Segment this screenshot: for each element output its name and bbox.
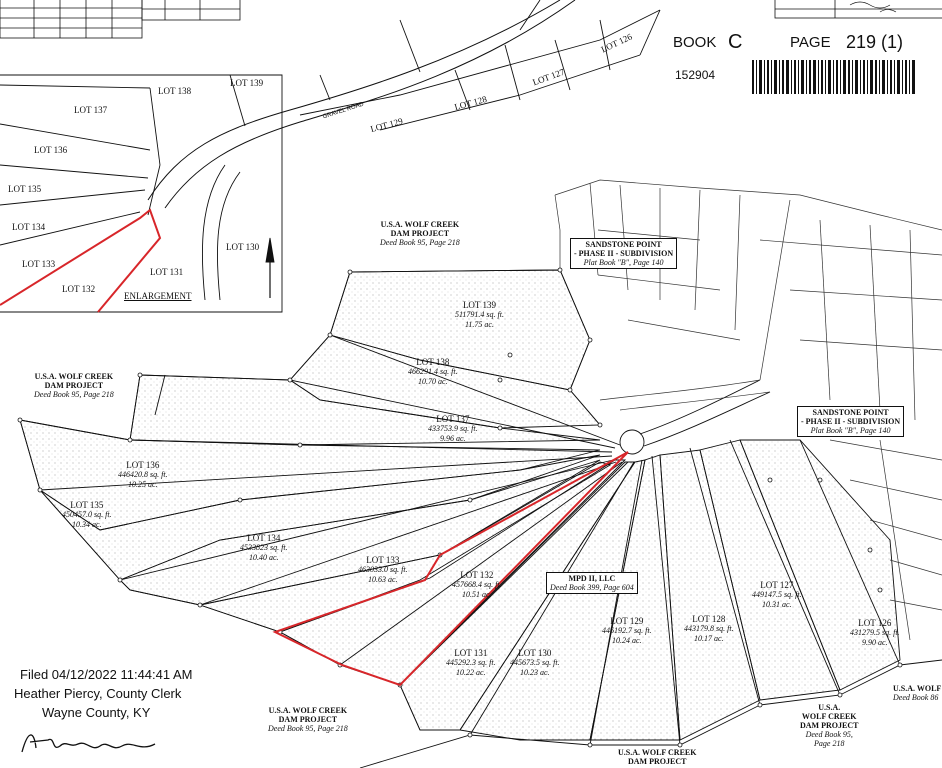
inset-lot-131: LOT 131: [150, 267, 184, 277]
curve-table: [0, 0, 241, 39]
page-label: PAGE: [790, 34, 831, 51]
county-name: Wayne County, KY: [42, 705, 151, 720]
enlargement-inset: [0, 0, 661, 313]
enlargement-highlight: [0, 208, 162, 313]
inset-lot-136: LOT 136: [34, 145, 68, 155]
inset-lot-137: LOT 137: [74, 105, 108, 115]
inset-lot-132: LOT 132: [62, 284, 96, 294]
inset-lot-135: LOT 135: [8, 184, 42, 194]
book-value: C: [728, 31, 743, 53]
filed-timestamp: Filed 04/12/2022 11:44:41 AM: [20, 667, 193, 682]
sandstone-subdivision: [554, 179, 942, 641]
county-clerk-name: Heather Piercy, County Clerk: [14, 686, 182, 701]
inset-lot-133: LOT 133: [22, 259, 56, 269]
inset-lot-130: LOT 130: [226, 242, 260, 252]
enlargement-title: ENLARGEMENT: [124, 291, 192, 301]
instrument-number: 152904: [675, 68, 716, 82]
barcode: [752, 60, 915, 94]
lot-132-highlight: [272, 451, 629, 687]
clerk-signature: [21, 734, 156, 753]
book-page-header: BOOK C PAGE 219 (1): [673, 31, 933, 54]
book-label: BOOK: [673, 34, 717, 51]
main-plat: [19, 269, 942, 768]
page-value: 219 (1): [846, 32, 904, 52]
inset-lot-134: LOT 134: [12, 222, 46, 232]
inset-lot-138: LOT 138: [158, 86, 192, 96]
surveyor-stamp: [774, 0, 942, 19]
inset-lot-139: LOT 139: [230, 78, 264, 88]
